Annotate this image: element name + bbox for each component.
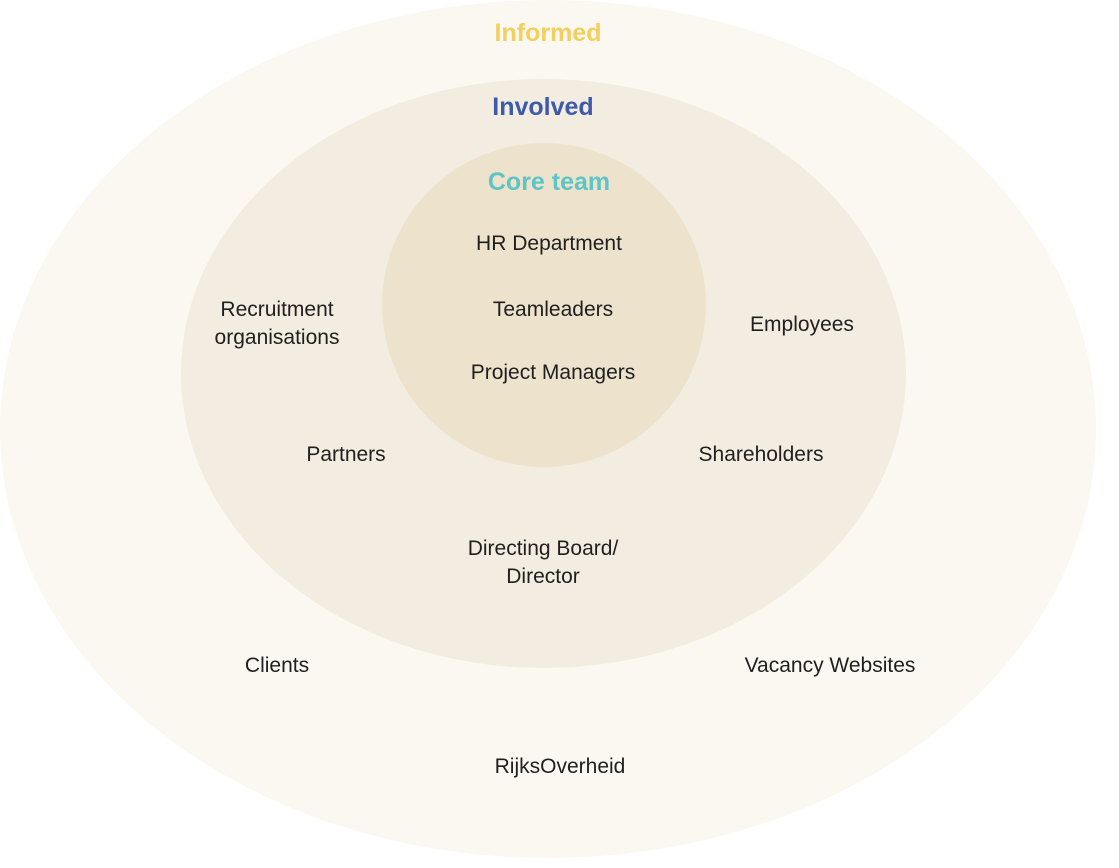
informed-title: Informed: [494, 19, 602, 47]
core-team-member-project-managers: Project Managers: [470, 361, 636, 384]
involved-member-shareholders: Shareholders: [698, 443, 824, 466]
core-team-ring: [382, 143, 706, 467]
informed-member-vacancy-websites: Vacancy Websites: [744, 654, 916, 677]
core-team-member-teamleaders: Teamleaders: [492, 298, 614, 321]
involved-title: Involved: [492, 93, 594, 121]
involved-member-directing-board: Directing Board/ Director: [467, 537, 619, 588]
core-team-member-hr-department: HR Department: [476, 232, 622, 255]
involved-member-recruitment-organisations: Recruitment organisations: [214, 298, 340, 349]
informed-member-clients: Clients: [244, 654, 310, 677]
informed-member-rijksoverheid: RijksOverheid: [494, 755, 626, 778]
involved-member-partners: Partners: [306, 443, 386, 466]
core-team-title: Core team: [487, 168, 611, 196]
involved-member-employees: Employees: [750, 313, 854, 336]
